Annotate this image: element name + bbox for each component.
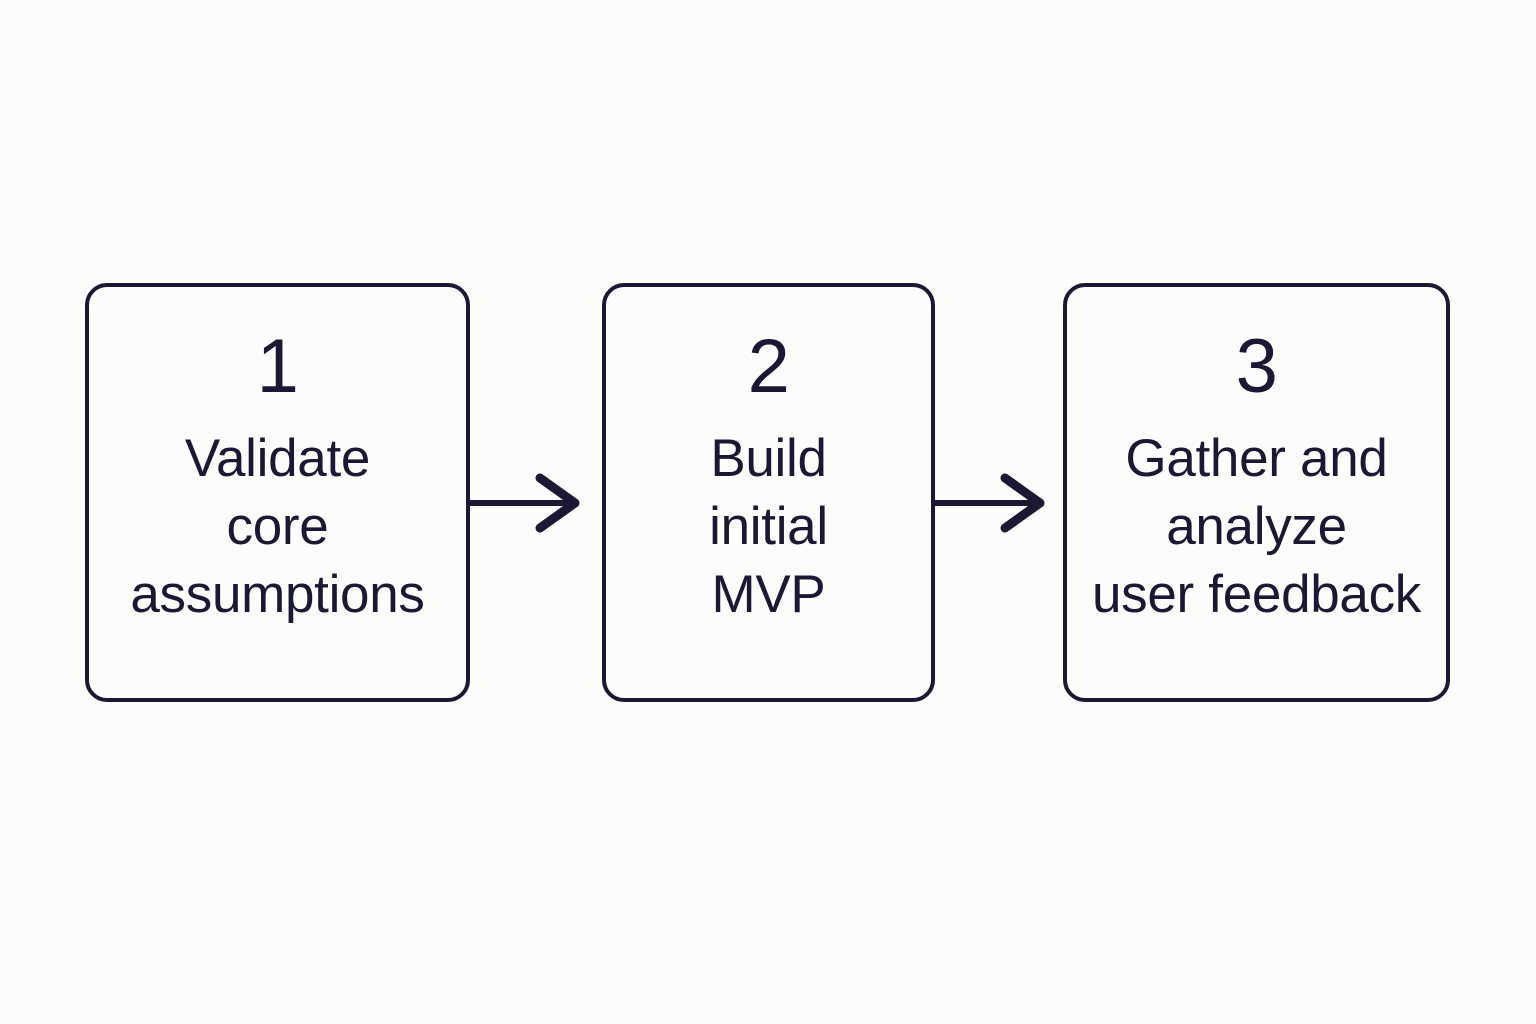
process-step-3[interactable]: 3 Gather and analyze user feedback bbox=[1063, 283, 1450, 702]
arrow-right-icon bbox=[935, 473, 1045, 533]
step-number-3: 3 bbox=[1235, 324, 1278, 409]
process-step-1[interactable]: 1 Validate core assumptions bbox=[85, 283, 470, 702]
step-label-1: Validate core assumptions bbox=[130, 429, 425, 624]
connector-arrow-2-to-3 bbox=[935, 470, 1047, 536]
step-number-2: 2 bbox=[747, 324, 790, 409]
step-label-2: Build initial MVP bbox=[709, 429, 828, 624]
process-step-2[interactable]: 2 Build initial MVP bbox=[602, 283, 935, 702]
step-number-1: 1 bbox=[256, 324, 299, 409]
connector-arrow-1-to-2 bbox=[470, 470, 582, 536]
arrow-right-icon bbox=[470, 473, 580, 533]
step-label-3: Gather and analyze user feedback bbox=[1091, 429, 1422, 624]
